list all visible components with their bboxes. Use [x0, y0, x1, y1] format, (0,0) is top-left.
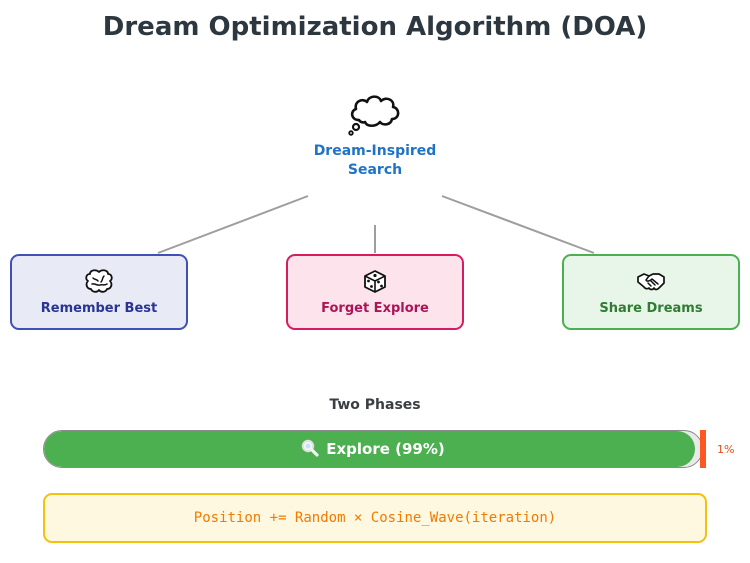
strategy-label: Remember Best: [40, 301, 158, 316]
explore-bar-fill: [44, 431, 696, 467]
hub-label-line2: Search: [347, 162, 403, 178]
brain-icon: [85, 269, 113, 293]
explore-label-text: Explore (99%): [326, 440, 445, 458]
handshake-icon: [637, 273, 665, 291]
phases-title: Two Phases: [329, 397, 421, 413]
strategy-remember-best: Remember Best: [10, 254, 188, 330]
phase-bar-track: [43, 430, 703, 468]
hub-label: Dream-Inspired Search: [275, 142, 475, 180]
magnifier-icon: [302, 439, 319, 457]
exploit-label: 1%: [717, 443, 735, 456]
hub-label-line1: Dream-Inspired: [313, 143, 437, 159]
formula-box: Position += Random × Cosine_Wave(iterati…: [43, 493, 707, 543]
thought-bubble-icon: [348, 95, 400, 136]
dice-icon: [364, 270, 386, 293]
strategy-label: Share Dreams: [599, 301, 703, 316]
page-title: Dream Optimization Algorithm (DOA): [102, 12, 648, 42]
explore-label: Explore (99%): [43, 430, 703, 468]
strategy-forget-explore: Forget Explore: [286, 254, 464, 330]
strategy-label: Forget Explore: [321, 301, 429, 316]
exploit-marker: [700, 430, 706, 468]
connector-share: [441, 195, 595, 254]
connector-remember: [157, 195, 309, 254]
strategy-share-dreams: Share Dreams: [562, 254, 740, 330]
